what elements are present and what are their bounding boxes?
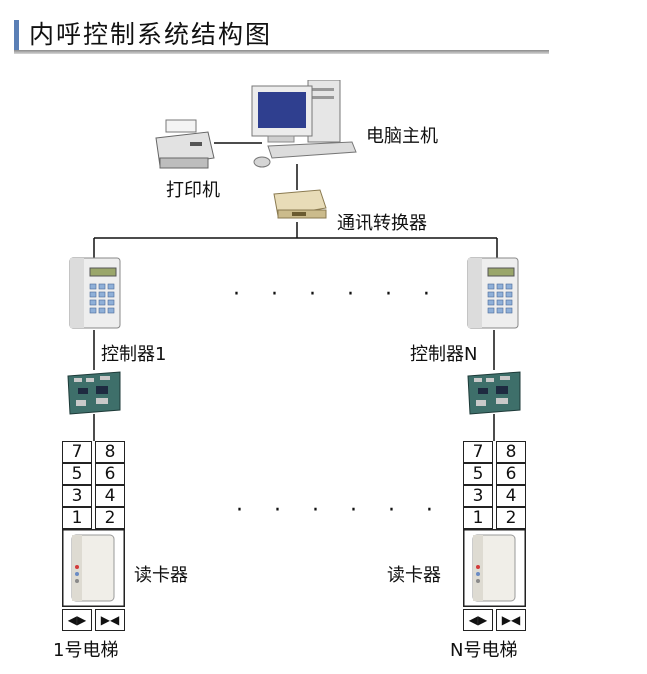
- floor-button[interactable]: 5: [463, 463, 493, 485]
- circuit-board-n-icon: [467, 371, 521, 415]
- printer-icon: [155, 119, 215, 169]
- floor-button[interactable]: 8: [95, 441, 125, 463]
- elevator-1-label: 1号电梯: [53, 640, 119, 661]
- floor-button[interactable]: 7: [62, 441, 92, 463]
- door-open-button[interactable]: ◀▶: [62, 609, 92, 631]
- converter-label: 通讯转换器: [337, 213, 427, 234]
- floor-button[interactable]: 6: [496, 463, 526, 485]
- floor-button[interactable]: 6: [95, 463, 125, 485]
- dots-top: · · · · · ·: [233, 282, 442, 307]
- floor-button[interactable]: 5: [62, 463, 92, 485]
- floor-button[interactable]: 3: [463, 485, 493, 507]
- reader-left-label: 读卡器: [134, 565, 188, 586]
- floor-button[interactable]: 1: [463, 507, 493, 529]
- converter-icon: [273, 189, 327, 219]
- floor-button[interactable]: 1: [62, 507, 92, 529]
- card-reader-1-icon: [62, 529, 125, 607]
- controller-n-icon: [467, 257, 519, 329]
- card-reader-n-icon: [463, 529, 526, 607]
- reader-right-label: 读卡器: [387, 565, 441, 586]
- floor-button[interactable]: 8: [496, 441, 526, 463]
- dots-bottom: · · · · · ·: [236, 498, 445, 523]
- circuit-board-1-icon: [67, 371, 121, 415]
- controller-1-icon: [69, 257, 121, 329]
- page-title: 内呼控制系统结构图: [29, 20, 273, 49]
- computer-icon: [251, 80, 357, 168]
- title-underline: [14, 50, 549, 54]
- door-close-button[interactable]: ▶◀: [496, 609, 526, 631]
- floor-button[interactable]: 4: [95, 485, 125, 507]
- floor-button[interactable]: 4: [496, 485, 526, 507]
- door-open-button[interactable]: ◀▶: [463, 609, 493, 631]
- elevator-n-label: N号电梯: [450, 640, 518, 661]
- floor-button[interactable]: 2: [496, 507, 526, 529]
- floor-button[interactable]: 2: [95, 507, 125, 529]
- elevator-panel-n: 7 8 5 6 3 4 1 2 ◀▶ ▶◀: [463, 441, 531, 631]
- floor-button[interactable]: 3: [62, 485, 92, 507]
- computer-label: 电脑主机: [366, 126, 438, 147]
- printer-label: 打印机: [166, 180, 220, 201]
- title-bar: 内呼控制系统结构图: [14, 20, 549, 54]
- floor-button[interactable]: 7: [463, 441, 493, 463]
- controller-n-label: 控制器N: [410, 344, 478, 365]
- door-close-button[interactable]: ▶◀: [95, 609, 125, 631]
- elevator-panel-1: 7 8 5 6 3 4 1 2 ◀▶ ▶◀: [62, 441, 130, 631]
- controller-1-label: 控制器1: [101, 344, 167, 365]
